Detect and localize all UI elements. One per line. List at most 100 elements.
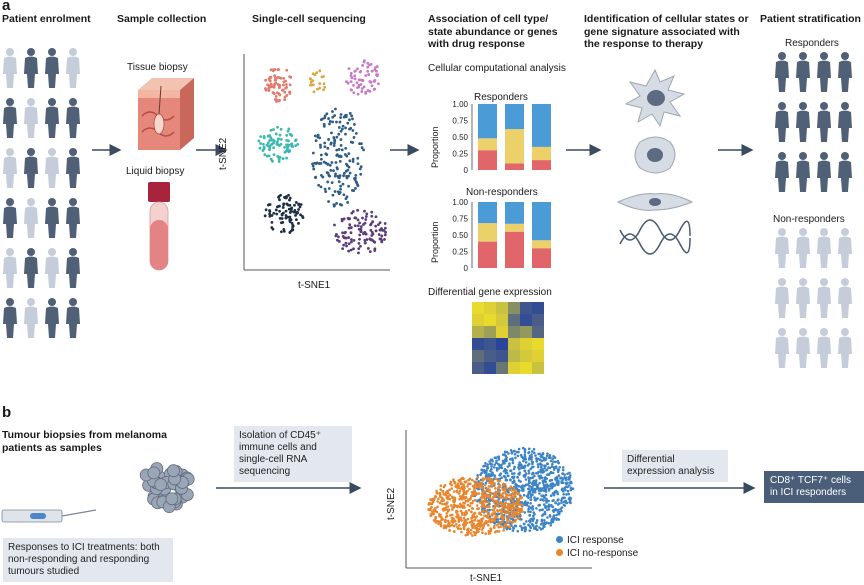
tsne-point xyxy=(344,132,347,136)
tsne-point xyxy=(288,149,292,153)
stratification-responders-label: Responders xyxy=(785,38,839,49)
biopsy-needle-icon xyxy=(1,509,97,523)
tsne-point-noresponse xyxy=(508,488,512,492)
tsne-point-response xyxy=(497,512,501,516)
tsne-point-response xyxy=(508,462,511,465)
tsne-point xyxy=(349,74,353,78)
tsne-point xyxy=(277,92,281,96)
tsne-point-noresponse xyxy=(480,523,484,527)
tsne-point-response xyxy=(529,498,533,501)
tsne-point-noresponse xyxy=(510,489,514,492)
heatmap-cell xyxy=(484,338,496,350)
tsne-point xyxy=(316,87,319,91)
tsne-point xyxy=(279,127,283,131)
tsne-point-noresponse xyxy=(483,494,487,498)
tsne-point xyxy=(268,79,272,83)
tsne-point-response xyxy=(524,525,527,529)
tsne-point xyxy=(346,201,350,204)
tsne-point-response xyxy=(535,457,538,460)
tsne-point xyxy=(348,171,352,175)
tsne-point-response xyxy=(486,463,490,466)
tsne-point xyxy=(269,157,273,161)
tsne-point xyxy=(378,228,382,232)
tsne-point xyxy=(312,83,315,87)
tsne-point-response xyxy=(493,522,497,525)
computational-analysis-label: Cellular computational analysis xyxy=(428,63,566,74)
responder-figure xyxy=(838,52,852,92)
tsne-point-noresponse xyxy=(484,476,487,480)
tsne-point-response xyxy=(531,471,535,475)
tsne-point-noresponse xyxy=(478,512,481,515)
heatmap-cell xyxy=(520,350,532,362)
tsne-point-response xyxy=(538,526,541,529)
tsne-point xyxy=(322,82,326,86)
tsne-point-response xyxy=(488,460,491,463)
tsne-point-noresponse xyxy=(473,480,476,483)
tsne-point xyxy=(332,144,336,147)
tsne-point-noresponse xyxy=(509,496,513,500)
tsne-point xyxy=(269,84,273,88)
tsne-point-noresponse xyxy=(501,502,504,506)
tsne-point-noresponse xyxy=(483,521,487,525)
tsne-point-response xyxy=(540,518,544,522)
tsne-point xyxy=(343,231,347,235)
tsne-point xyxy=(327,187,331,190)
tsne-point-noresponse xyxy=(495,494,499,497)
tsne-point-response xyxy=(523,529,527,533)
tsne-point xyxy=(362,148,365,152)
tsne-point-noresponse xyxy=(520,507,524,511)
tsne-point-response xyxy=(536,471,539,475)
tsne-point xyxy=(383,233,387,237)
tsne-point xyxy=(344,126,347,130)
tsne-point-response xyxy=(505,471,509,475)
tsne-point-response xyxy=(486,465,489,469)
tsne-point xyxy=(370,84,374,88)
tsne-point-response xyxy=(523,511,527,514)
tsne-point-response xyxy=(511,461,515,465)
tsne-point xyxy=(341,234,345,238)
tsne-point xyxy=(329,142,333,146)
heatmap-cell xyxy=(508,362,520,374)
tsne-point xyxy=(347,242,351,246)
tsne-point xyxy=(294,144,298,148)
tsne-point xyxy=(341,231,344,235)
patient-figure xyxy=(24,98,38,138)
tsne-point-response xyxy=(512,527,516,530)
tsne-point-response xyxy=(516,529,520,533)
tsne-point-response xyxy=(492,465,496,469)
tsne-point xyxy=(384,230,387,234)
tsne-point-noresponse xyxy=(500,496,503,499)
tsne-point xyxy=(367,73,371,76)
tsne-point-response xyxy=(493,463,497,466)
tsne-point xyxy=(298,205,302,209)
tsne-point-response xyxy=(543,510,547,514)
tsne-point-response xyxy=(545,468,549,472)
tsne-point-response xyxy=(539,487,542,490)
tsne-point xyxy=(356,184,360,188)
tsne-point-response xyxy=(505,478,509,482)
tsne-point-response xyxy=(529,502,532,505)
tsne-point xyxy=(337,240,341,243)
tsne-point-noresponse xyxy=(430,510,434,514)
tsne-point xyxy=(341,247,345,251)
tsne-point-noresponse xyxy=(446,524,449,528)
tsne-point xyxy=(297,203,301,207)
bar-segment xyxy=(532,160,551,170)
tsne-point xyxy=(347,249,351,253)
nonresponder-figure xyxy=(796,228,810,268)
tsne-point-noresponse xyxy=(478,525,482,528)
tsne-point-response xyxy=(544,499,548,502)
tsne-point-response xyxy=(527,447,531,451)
tsne-point-noresponse xyxy=(461,477,464,480)
tsne-point xyxy=(333,223,336,227)
tsne-point-noresponse xyxy=(484,532,487,535)
tsne-point-response xyxy=(519,494,522,497)
tsne-point xyxy=(359,83,363,86)
tsne-point-response xyxy=(562,492,565,496)
tsne-point-noresponse xyxy=(496,501,499,505)
tsne-point-response xyxy=(502,474,506,478)
tsne-point-noresponse xyxy=(497,525,501,529)
heatmap-cell xyxy=(532,314,544,326)
tsne-point xyxy=(288,75,292,78)
